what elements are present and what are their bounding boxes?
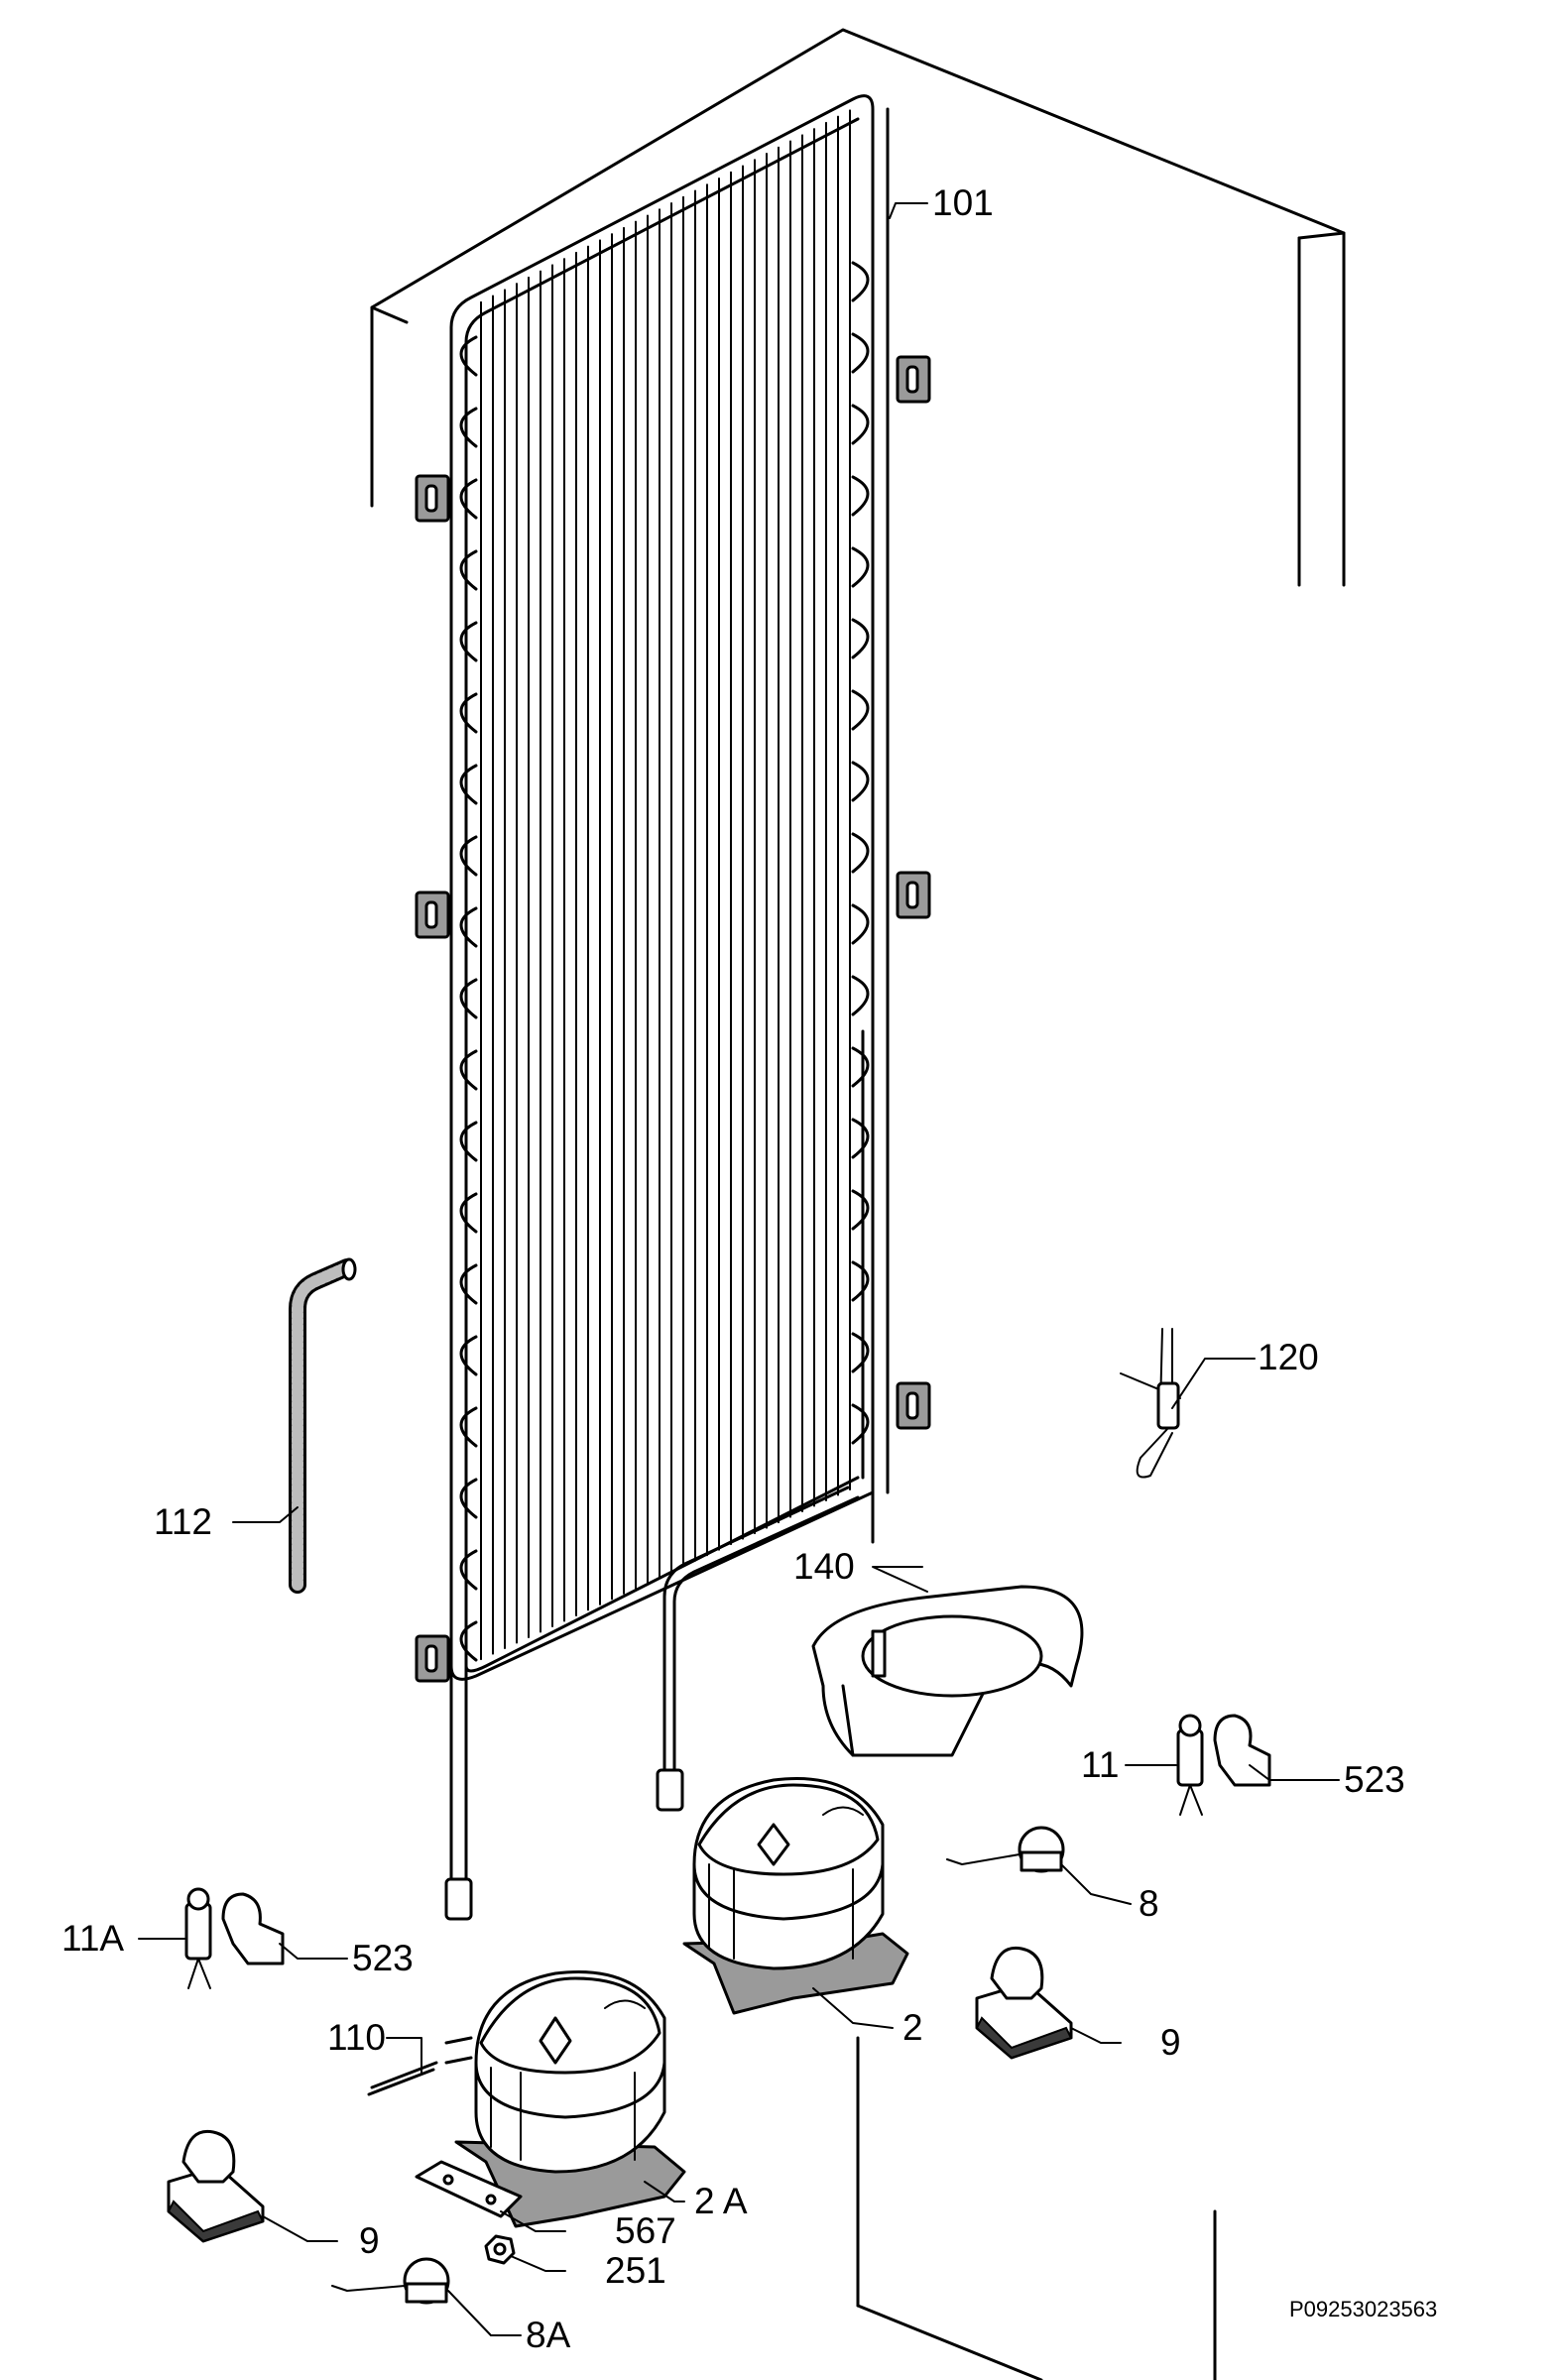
condenser-grid (415, 94, 931, 1921)
leader-lines (138, 202, 1340, 2336)
callout-140: 140 (793, 1546, 855, 1587)
drip-tray (811, 1585, 1084, 1757)
callout-9-right: 9 (1160, 2022, 1181, 2063)
callout-labels: 101 120 112 140 11 523 11A 523 8 110 2 9… (61, 182, 1405, 2355)
drain-hose (289, 1257, 357, 1594)
callout-523-left: 523 (352, 1938, 414, 1978)
grid-coils (459, 261, 870, 1662)
cabinet-outline (370, 28, 1346, 2380)
callout-9-left: 9 (359, 2220, 380, 2261)
callout-523-right: 523 (1344, 1759, 1405, 1800)
callout-251: 251 (605, 2250, 666, 2291)
grid-wires (480, 109, 851, 1661)
callout-11a: 11A (61, 1918, 124, 1959)
diagram-code: P09253023563 (1289, 2297, 1437, 2321)
clamp-9-left (167, 2129, 265, 2243)
callout-101: 101 (932, 182, 994, 223)
callout-112: 112 (154, 1501, 212, 1542)
overload-protector-8 (946, 1826, 1065, 1873)
clamp-9-right (975, 1946, 1073, 2060)
callout-120: 120 (1258, 1337, 1319, 1377)
relay-11 (1176, 1714, 1271, 1816)
tube-110 (367, 2061, 438, 2096)
callout-8a: 8A (526, 2315, 571, 2355)
callout-8: 8 (1139, 1883, 1159, 1924)
callout-2a: 2 A (694, 2181, 748, 2221)
relay-11a (184, 1887, 285, 1989)
compressor-2 (682, 1776, 909, 2015)
grid-brackets (415, 355, 931, 1683)
overload-protector-8a (331, 2257, 450, 2305)
compressor-2a (444, 1969, 686, 2228)
callout-567: 567 (615, 2210, 676, 2251)
capillary-sensor (1120, 1328, 1181, 1479)
callout-110: 110 (327, 2017, 386, 2058)
callout-11: 11 (1081, 1744, 1119, 1785)
callout-2: 2 (902, 2007, 923, 2048)
nut-251 (484, 2234, 516, 2265)
plate-567 (415, 2160, 523, 2218)
